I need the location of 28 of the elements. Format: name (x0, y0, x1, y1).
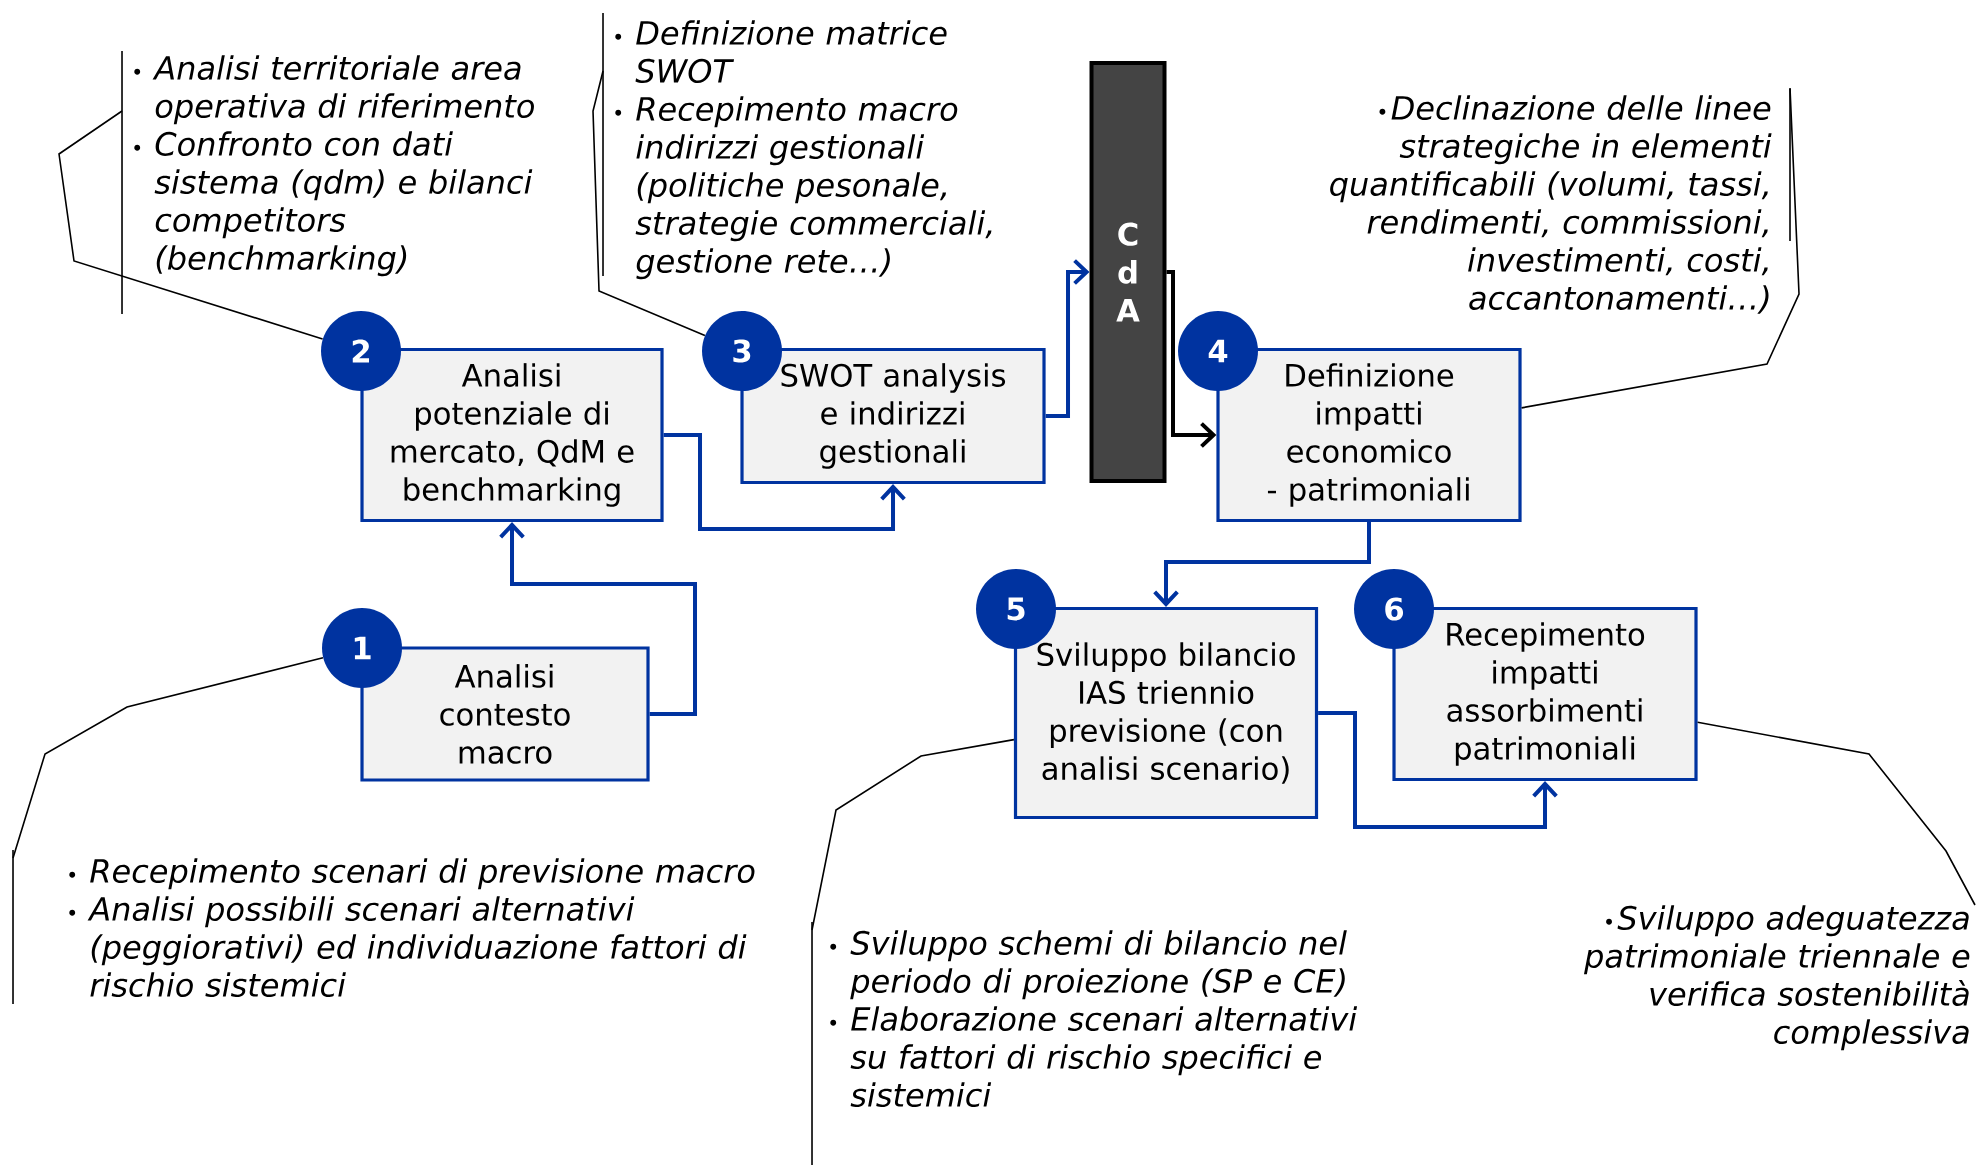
leader-line (58, 110, 324, 340)
leader-line (1696, 721, 1976, 906)
arrow (1153, 522, 1371, 607)
bullet-item: Recepimento macro indirizzi gestionali (politiche pesonale, strategie commerciali, gestione rete…) (615, 96, 992, 280)
bullet-item: Confronto con dati sistema (qdm) e bilanci competitors (benchmarking) (134, 131, 533, 277)
board-bar: C d A (1089, 61, 1167, 483)
bullet-item: Sviluppo schemi di bilancio nel periodo di proiezione (SP e CE) (830, 930, 1347, 1000)
bullet-item: Sviluppo adeguatezza patrimoniale triennale e verifica sostenibilità complessiva (1584, 905, 1970, 1051)
bullet-item: Analisi possibili scenari alternativi (peggiorativi) ed individuazione fattori di rischio sistemici (69, 896, 747, 998)
bullet-item: Declinazione delle linee strategiche in elementi quantificabili (volumi, tassi, rendimenti, commissioni, investimenti, costi, accantonamenti…) (1330, 95, 1772, 314)
step-number: 4 (1178, 311, 1258, 391)
leader-line (1520, 87, 1800, 409)
bullet-item: Analisi territoriale area operativa di riferimento (134, 55, 534, 125)
leader-line (12, 657, 324, 859)
step-number: 3 (702, 311, 782, 391)
arrow (1166, 270, 1217, 448)
leader-line (811, 738, 1015, 931)
arrow (499, 522, 697, 716)
step-number: 6 (1354, 569, 1434, 649)
arrow (1318, 711, 1558, 829)
bullet-item: Recepimento scenari di previsione macro (69, 858, 755, 890)
step-number: 1 (322, 608, 402, 688)
bullet-item: Elaborazione scenari alternativi su fattori di rischio specifici e sistemici (830, 1006, 1358, 1108)
arrow (1045, 259, 1090, 418)
step-number: 2 (321, 311, 401, 391)
bullet-item: Definizione matrice SWOT (615, 20, 947, 84)
arrow (663, 433, 906, 531)
leader-line (592, 70, 706, 337)
